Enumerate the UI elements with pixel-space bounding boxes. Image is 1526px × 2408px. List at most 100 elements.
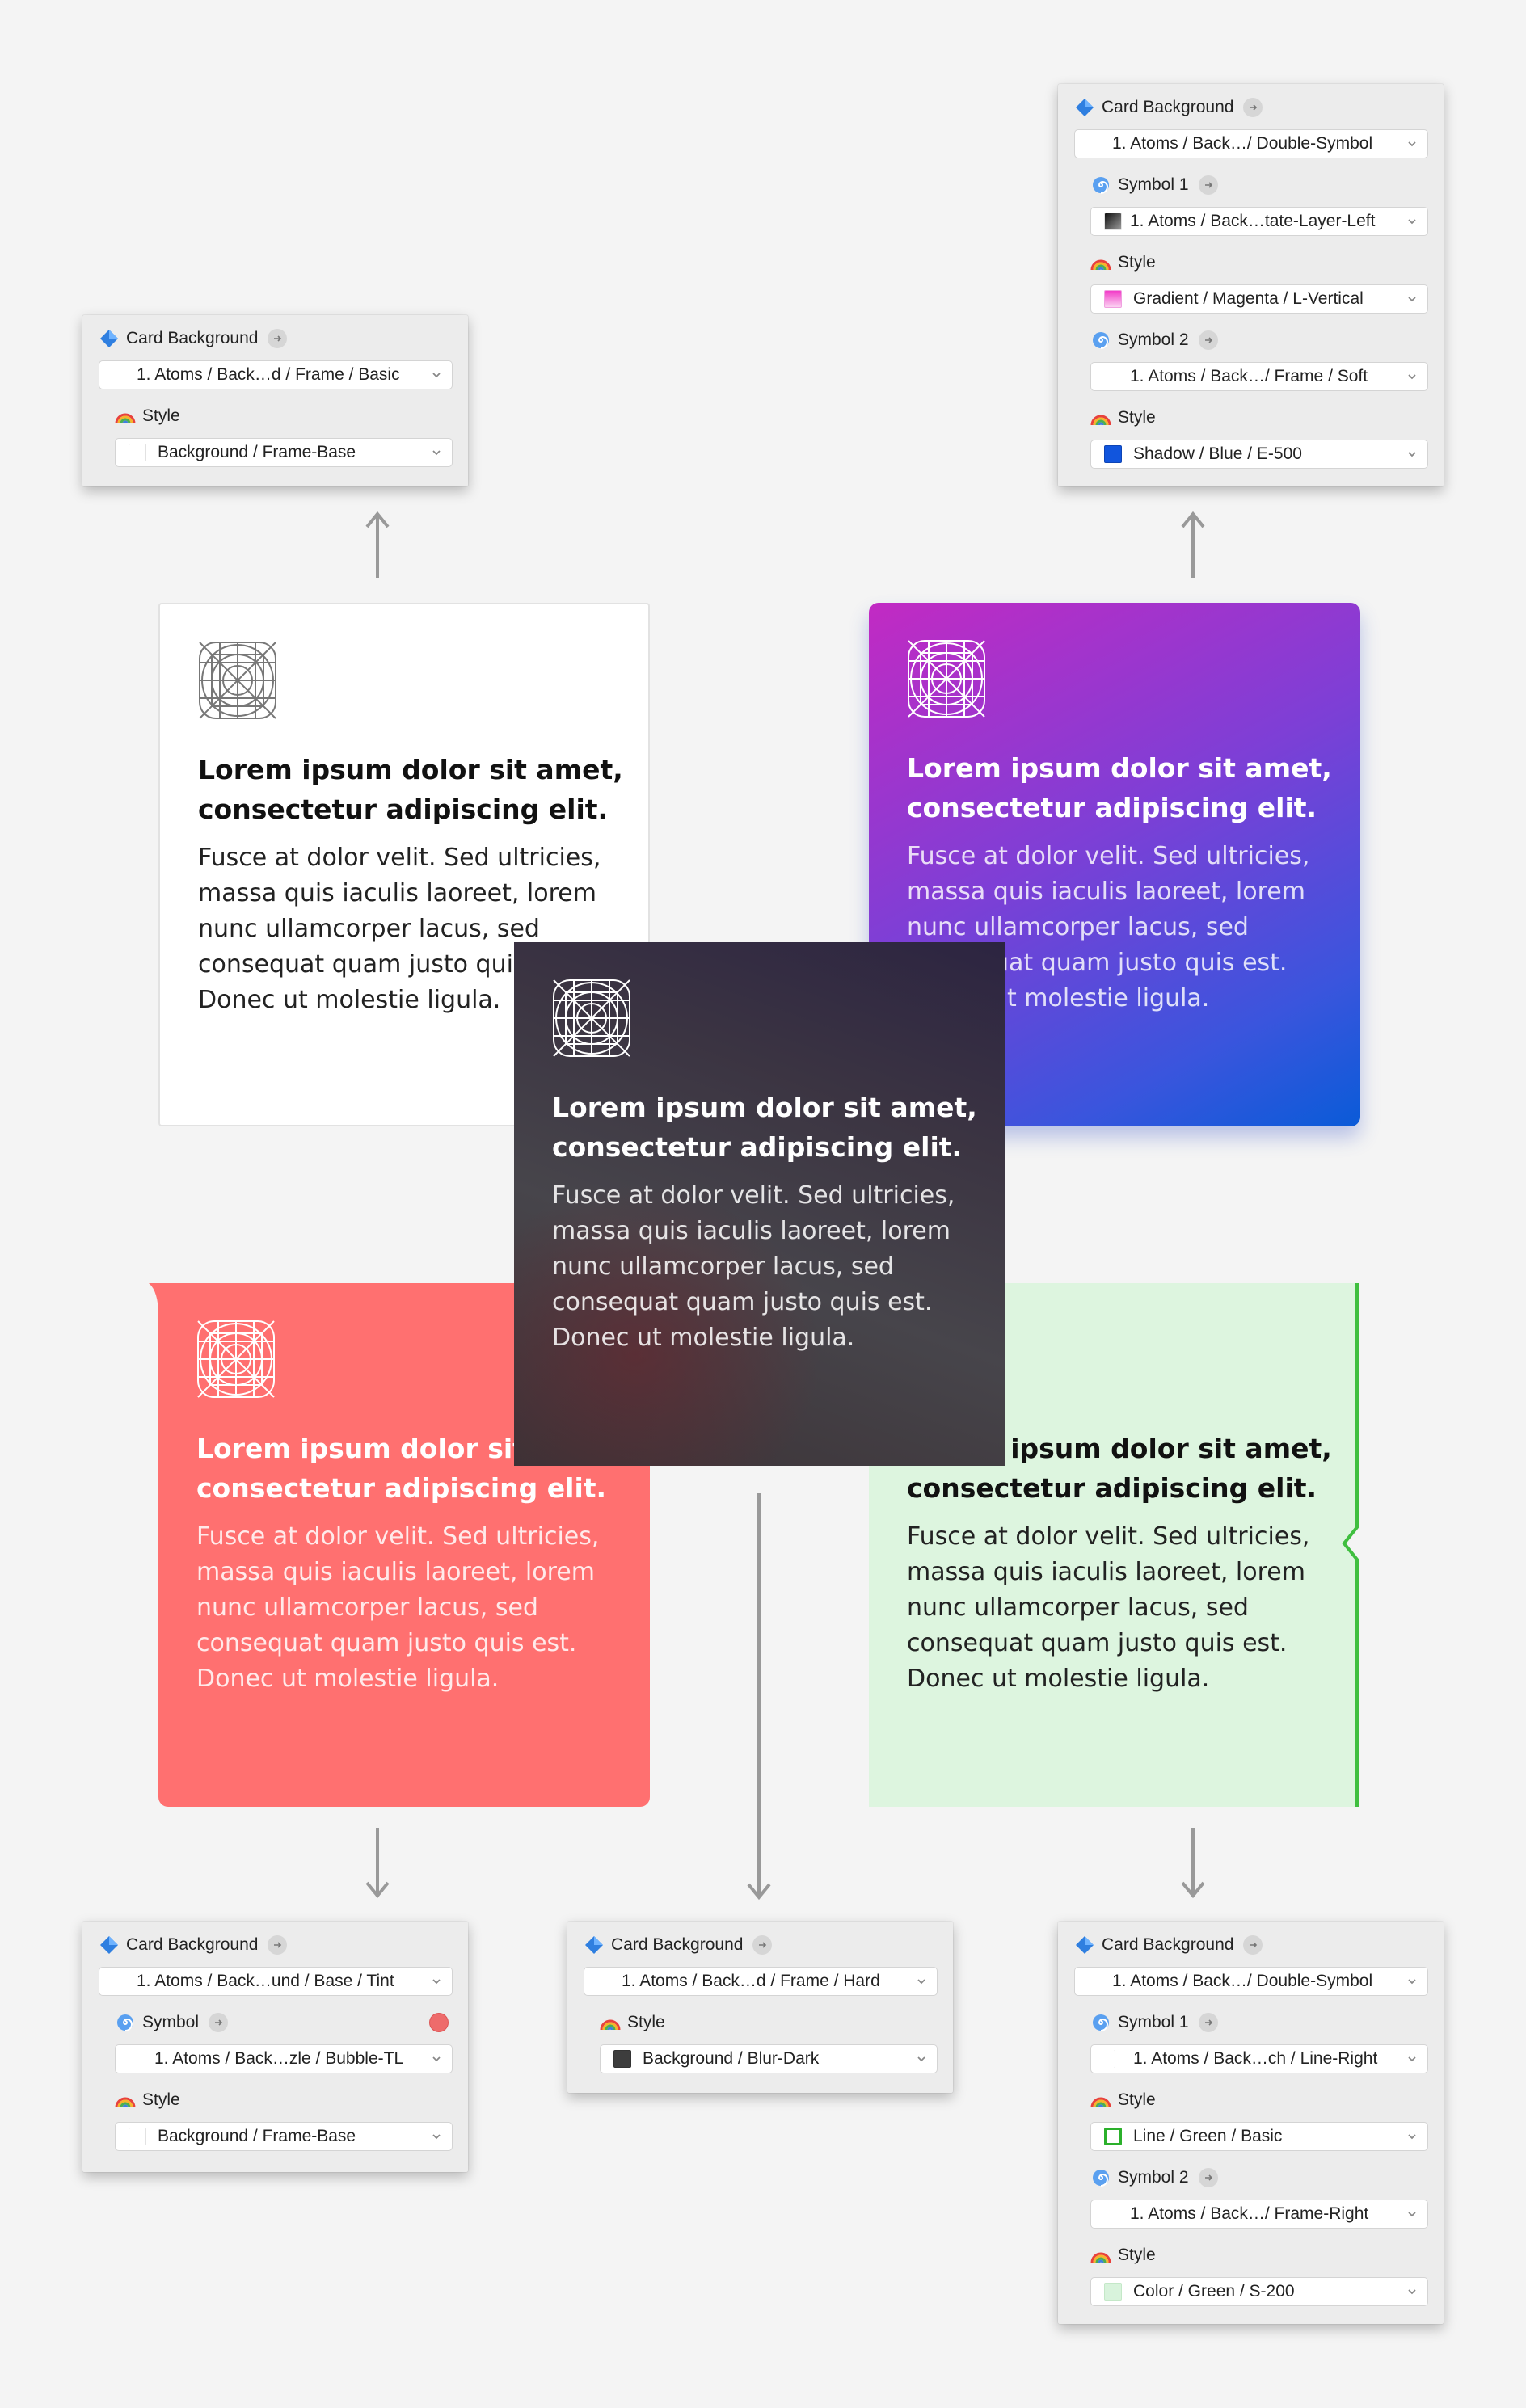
card-title: Lorem ipsum dolor sit amet, consectetur … bbox=[552, 1092, 977, 1163]
diamond-icon bbox=[99, 328, 120, 349]
goto-symbol-icon[interactable] bbox=[1198, 330, 1218, 350]
goto-symbol-icon[interactable] bbox=[752, 1935, 773, 1955]
chevron-down-icon bbox=[432, 2134, 441, 2140]
card-background-label: Card Background bbox=[126, 1935, 259, 1954]
dropdown-value: 1. Atoms / Back…/ Double-Symbol bbox=[1112, 134, 1373, 153]
card-background-label: Card Background bbox=[126, 329, 259, 347]
card-background-header: Card Background bbox=[1074, 92, 1444, 123]
dropdown-value: 1. Atoms / Back…und / Base / Tint bbox=[137, 1972, 394, 1990]
dropdown-value: 1. Atoms / Back…ch / Line-Right bbox=[1133, 2049, 1378, 2068]
bubble-tail bbox=[149, 1283, 181, 1340]
card-dark-blur: Lorem ipsum dolor sit amet, consectetur … bbox=[514, 942, 1005, 1466]
symbol-2-dropdown[interactable]: 1. Atoms / Back…/ Frame / Soft bbox=[1090, 362, 1428, 391]
swirl-icon bbox=[1090, 330, 1111, 351]
rainbow-icon bbox=[1090, 407, 1111, 428]
chevron-down-icon bbox=[1408, 374, 1416, 380]
symbol-2-header: Symbol 2 bbox=[1090, 2162, 1444, 2193]
style-label: Style bbox=[1118, 408, 1156, 427]
style-header: Style bbox=[1090, 2240, 1444, 2271]
gradient-swatch bbox=[1104, 290, 1122, 308]
color-swatch bbox=[1104, 2283, 1122, 2301]
style-label: Style bbox=[1118, 2246, 1156, 2264]
arrow-down-right bbox=[1181, 1828, 1205, 1899]
rainbow-icon bbox=[115, 2090, 136, 2111]
card-white-frame: Lorem ipsum dolor sit amet, consectetur … bbox=[158, 603, 650, 1126]
symbol-2-dropdown[interactable]: 1. Atoms / Back…/ Frame-Right bbox=[1090, 2200, 1428, 2229]
card-background-dropdown[interactable]: 1. Atoms / Back…und / Base / Tint bbox=[99, 1967, 453, 1996]
style-dropdown[interactable]: Background / Frame-Base bbox=[115, 438, 453, 467]
card-background-dropdown[interactable]: 1. Atoms / Back…/ Double-Symbol bbox=[1074, 129, 1428, 158]
blur-glow bbox=[514, 1185, 821, 1466]
rainbow-icon bbox=[600, 2012, 621, 2033]
card-green-line-right: Lorem ipsum dolor sit amet, consectetur … bbox=[869, 1283, 1364, 1807]
card-background-dropdown[interactable]: 1. Atoms / Back…/ Double-Symbol bbox=[1074, 1967, 1428, 1996]
app-icon-grid-icon bbox=[553, 979, 630, 1057]
inspector-panel-green-card: Card Background 1. Atoms / Back…/ Double… bbox=[1058, 1922, 1444, 2324]
style-dropdown[interactable]: Background / Frame-Base bbox=[115, 2122, 453, 2151]
symbol-1-label: Symbol 1 bbox=[1118, 2013, 1189, 2031]
card-background-label: Card Background bbox=[1102, 98, 1234, 116]
rainbow-icon bbox=[1090, 2090, 1111, 2111]
symbol-1-label: Symbol 1 bbox=[1118, 175, 1189, 194]
card-body: Fusce at dolor velit. Sed ultricies, mas… bbox=[552, 1181, 955, 1352]
card-background-dropdown[interactable]: 1. Atoms / Back…d / Frame / Hard bbox=[584, 1967, 938, 1996]
goto-symbol-icon[interactable] bbox=[209, 2013, 229, 2032]
style-header: Style bbox=[115, 2085, 468, 2115]
goto-symbol-icon[interactable] bbox=[1198, 2168, 1218, 2187]
chevron-down-icon bbox=[1408, 2289, 1416, 2295]
card-background-header: Card Background bbox=[99, 323, 468, 354]
symbol-1-dropdown[interactable]: 1. Atoms / Back…tate-Layer-Left bbox=[1090, 207, 1428, 236]
chevron-down-icon bbox=[432, 450, 441, 456]
symbol-dropdown[interactable]: 1. Atoms / Back…zle / Bubble-TL bbox=[115, 2044, 453, 2073]
diamond-icon bbox=[99, 1934, 120, 1955]
swirl-icon bbox=[1090, 2012, 1111, 2033]
arrow-up-left bbox=[365, 511, 390, 578]
symbol-2-header: Symbol 2 bbox=[1090, 325, 1444, 356]
style-dropdown[interactable]: Line / Green / Basic bbox=[1090, 2122, 1428, 2151]
swirl-icon bbox=[1090, 2167, 1111, 2188]
swirl-icon bbox=[1090, 175, 1111, 196]
dropdown-value: Gradient / Magenta / L-Vertical bbox=[1133, 289, 1364, 308]
goto-symbol-icon[interactable] bbox=[1243, 98, 1263, 117]
arrow-down-left bbox=[365, 1828, 390, 1899]
symbol-2-label: Symbol 2 bbox=[1118, 2168, 1189, 2187]
line-right-notch bbox=[1342, 1283, 1364, 1807]
card-background-label: Card Background bbox=[611, 1935, 744, 1954]
style-dropdown[interactable]: Shadow / Blue / E-500 bbox=[1090, 440, 1428, 469]
dropdown-value: 1. Atoms / Back…d / Frame / Basic bbox=[137, 365, 400, 384]
rainbow-icon bbox=[115, 406, 136, 427]
dropdown-value: Line / Green / Basic bbox=[1133, 2127, 1283, 2145]
card-background-label: Card Background bbox=[1102, 1935, 1234, 1954]
chevron-down-icon bbox=[1408, 2212, 1416, 2217]
card-background-header: Card Background bbox=[584, 1930, 953, 1960]
card-background-dropdown[interactable]: 1. Atoms / Back…d / Frame / Basic bbox=[99, 360, 453, 389]
goto-symbol-icon[interactable] bbox=[1198, 2013, 1218, 2032]
style-header: Style bbox=[115, 401, 468, 432]
color-swatch bbox=[129, 2128, 146, 2145]
chevron-down-icon bbox=[432, 1979, 441, 1985]
chevron-down-icon bbox=[1408, 219, 1416, 225]
style-dropdown[interactable]: Color / Green / S-200 bbox=[1090, 2277, 1428, 2306]
swirl-icon bbox=[115, 2012, 136, 2033]
dropdown-value: 1. Atoms / Back…/ Double-Symbol bbox=[1112, 1972, 1373, 1990]
goto-symbol-icon[interactable] bbox=[1243, 1935, 1263, 1955]
app-icon-grid-icon bbox=[908, 640, 985, 718]
inspector-panel-dark-card: Card Background 1. Atoms / Back…d / Fram… bbox=[567, 1922, 953, 2093]
chevron-down-icon bbox=[1408, 141, 1416, 147]
color-swatch bbox=[613, 2050, 631, 2068]
card-body: Fusce at dolor velit. Sed ultricies, mas… bbox=[196, 1522, 600, 1693]
goto-symbol-icon[interactable] bbox=[268, 1935, 288, 1955]
style-dropdown[interactable]: Background / Blur-Dark bbox=[600, 2044, 938, 2073]
chevron-down-icon bbox=[917, 2056, 925, 2062]
symbol-1-dropdown[interactable]: 1. Atoms / Back…ch / Line-Right bbox=[1090, 2044, 1428, 2073]
gradient-swatch bbox=[1104, 213, 1122, 230]
dropdown-value: 1. Atoms / Back…tate-Layer-Left bbox=[1130, 212, 1376, 230]
override-color-badge[interactable] bbox=[429, 2013, 449, 2032]
line-swatch bbox=[1104, 2050, 1115, 2068]
style-dropdown[interactable]: Gradient / Magenta / L-Vertical bbox=[1090, 284, 1428, 314]
goto-symbol-icon[interactable] bbox=[268, 329, 288, 348]
rainbow-icon bbox=[1090, 2245, 1111, 2266]
dropdown-value: 1. Atoms / Back…/ Frame-Right bbox=[1130, 2204, 1369, 2223]
goto-symbol-icon[interactable] bbox=[1198, 175, 1218, 195]
symbol-2-label: Symbol 2 bbox=[1118, 330, 1189, 349]
